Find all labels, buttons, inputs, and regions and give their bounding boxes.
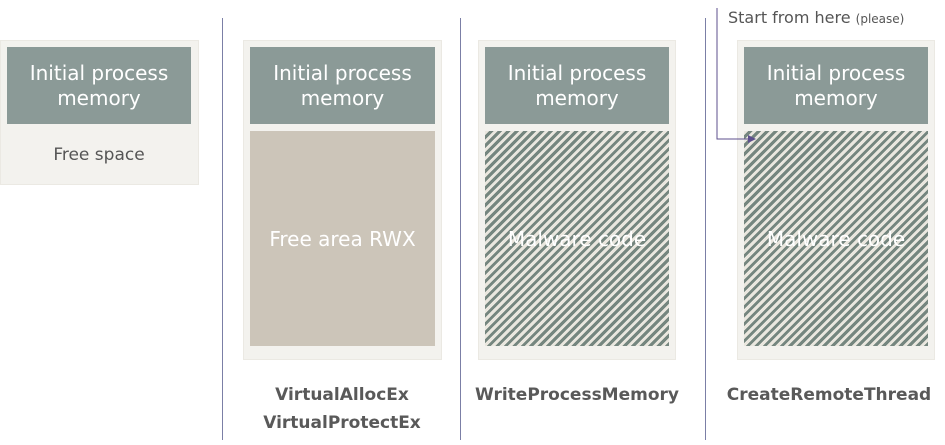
divider-line-2 — [460, 18, 461, 440]
divider-line-3 — [705, 18, 706, 440]
free-area-rwx-block: Free area RWX — [250, 131, 435, 346]
malware-code-block: Malware code — [744, 131, 928, 346]
writeprocessmemory-label: WriteProcessMemory — [475, 385, 679, 405]
createremotethread-label: CreateRemoteThread — [726, 385, 932, 405]
start-note: (please) — [855, 12, 905, 26]
virtualallocex-label: VirtualAllocEx — [275, 385, 409, 405]
malware-code-block: Malware code — [485, 131, 669, 346]
initial-memory-block: Initial process memory — [7, 47, 191, 124]
virtualprotectex-label: VirtualProtectEx — [263, 413, 421, 433]
api-label-group: VirtualAllocEx VirtualProtectEx — [222, 381, 462, 437]
initial-memory-block: Initial process memory — [485, 47, 669, 124]
initial-memory-block: Initial process memory — [744, 47, 928, 124]
free-space-label: Free space — [53, 145, 145, 165]
start-from-here-label: Start from here (please) — [728, 8, 904, 27]
divider-line-1 — [222, 18, 223, 440]
start-text: Start from here — [728, 8, 851, 27]
initial-memory-block: Initial process memory — [250, 47, 435, 124]
